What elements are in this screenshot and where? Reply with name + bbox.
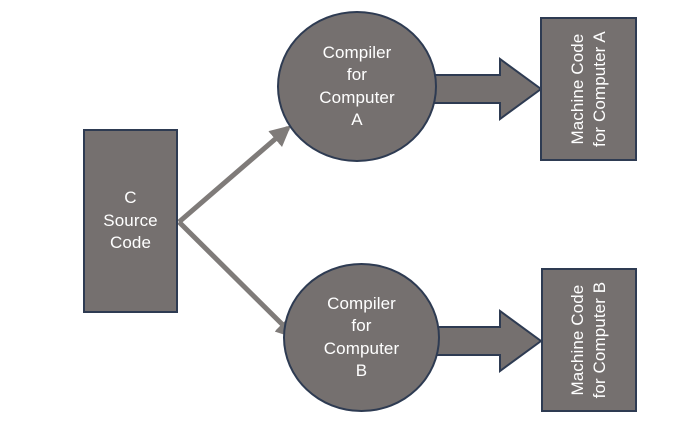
node-c-source-code-label: C Source Code: [103, 187, 157, 254]
node-machine-code-b-label: Machine Code for Computer B: [567, 282, 611, 399]
label-line: Computer: [319, 87, 395, 107]
label-line: for Computer B: [590, 281, 610, 399]
node-c-source-code[interactable]: C Source Code: [83, 129, 178, 313]
label-line: Computer: [323, 338, 400, 358]
node-compiler-a-label: Compiler for Computer A: [319, 42, 394, 132]
label-line: Source: [103, 210, 158, 230]
node-compiler-b-label: Compiler for Computer B: [324, 293, 399, 383]
connector-source-to-compiler-b: [177, 220, 297, 339]
connector-compiler-b-to-machine-b: [435, 309, 543, 373]
label-line: Compiler: [327, 293, 396, 313]
node-compiler-b[interactable]: Compiler for Computer B: [283, 263, 440, 412]
label-line: for: [351, 316, 372, 336]
label-line: C: [124, 188, 137, 208]
node-machine-code-a[interactable]: Machine Code for Computer A: [540, 17, 637, 161]
label-line: B: [355, 360, 368, 380]
label-line: Compiler: [322, 42, 392, 62]
label-line: for: [346, 65, 368, 85]
node-machine-code-a-label: Machine Code for Computer A: [566, 31, 610, 147]
node-compiler-a[interactable]: Compiler for Computer A: [277, 11, 437, 162]
label-line: Machine Code: [567, 33, 587, 145]
label-line: Code: [109, 233, 152, 253]
label-line: for Computer A: [589, 31, 609, 147]
node-machine-code-b[interactable]: Machine Code for Computer B: [541, 268, 637, 412]
label-line: Machine Code: [567, 284, 587, 396]
connector-source-to-compiler-a: [177, 125, 292, 224]
connector-compiler-a-to-machine-a: [432, 57, 543, 121]
label-line: A: [351, 109, 363, 129]
